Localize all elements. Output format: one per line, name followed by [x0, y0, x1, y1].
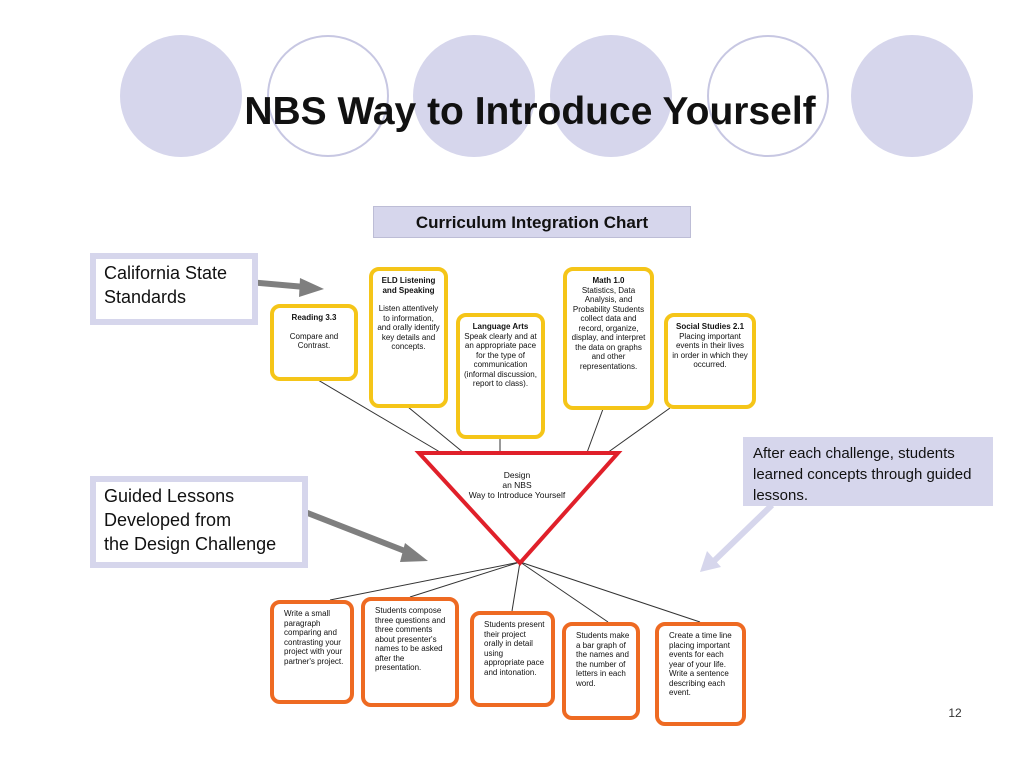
standard-text: Listen attentively to information, and o…: [377, 304, 440, 351]
arrow-guided: [303, 509, 428, 562]
standard-heading: Language Arts: [472, 322, 529, 331]
page-number: 12: [948, 706, 962, 720]
decor-circle: [550, 35, 672, 157]
lesson-box: Write a small paragraph comparing and co…: [270, 600, 354, 704]
lesson-box: Students compose three questions and thr…: [361, 597, 459, 707]
standard-heading: Math 1.0: [592, 276, 625, 285]
connector-reading: [317, 379, 451, 459]
connector-lesson-4: [519, 561, 609, 623]
connector-lesson-5: [519, 561, 701, 623]
standard-connectors: [317, 379, 671, 459]
standard-eld-box: ELD Listening and Speaking Listen attent…: [369, 267, 448, 408]
lesson-connectors: [329, 561, 701, 623]
decor-circle: [120, 35, 242, 157]
lesson-box: Students make a bar graph of the names a…: [562, 622, 640, 720]
standard-reading-box: Reading 3.3 Compare and Contrast.: [270, 304, 358, 381]
arrow-standards: [247, 278, 324, 297]
standard-text: Speak clearly and at an appropriate pace…: [464, 331, 537, 389]
lesson-text: Write a small paragraph comparing and co…: [284, 609, 344, 666]
standard-text: Placing important events in their lives …: [672, 331, 748, 370]
connector-lesson-3: [511, 561, 521, 612]
slide-title: NBS Way to Introduce Yourself: [244, 90, 816, 133]
callout-after-challenge: After each challenge, students learned c…: [743, 437, 993, 506]
callout-guided-lessons: Guided Lessons Developed from the Design…: [90, 476, 308, 568]
connector-lesson-2: [409, 561, 521, 598]
decor-circle: [851, 35, 973, 157]
standard-language-arts-box: Language Arts Speak clearly and at an ap…: [456, 313, 545, 439]
standard-heading: ELD Listening and Speaking: [381, 276, 436, 295]
connector-eld: [407, 406, 471, 459]
lesson-text: Students make a bar graph of the names a…: [576, 631, 630, 688]
design-triangle: [414, 451, 623, 566]
decor-circle: [267, 35, 389, 157]
lesson-text: Create a time line placing important eve…: [669, 631, 732, 697]
connector-math: [584, 408, 604, 459]
connector-social-studies: [599, 407, 671, 459]
standard-math-box: Math 1.0 Statistics, Data Analysis, and …: [563, 267, 654, 410]
standard-heading: Reading 3.3: [291, 313, 337, 322]
lesson-text: Students compose three questions and thr…: [375, 606, 446, 672]
standard-heading: Social Studies 2.1: [675, 322, 745, 331]
callout-california-standards: California State Standards: [90, 253, 258, 325]
lesson-box: Students present their project orally in…: [470, 611, 555, 707]
decor-circle: [413, 35, 535, 157]
lesson-text: Students present their project orally in…: [484, 620, 545, 677]
design-challenge-label: Design an NBS Way to Introduce Yourself: [468, 470, 566, 500]
connector-lesson-1: [329, 561, 521, 601]
standard-text: Statistics, Data Analysis, and Probabili…: [571, 285, 646, 371]
lesson-box: Create a time line placing important eve…: [655, 622, 746, 726]
standard-text: Compare and Contrast.: [289, 331, 339, 351]
standard-social-studies-box: Social Studies 2.1 Placing important eve…: [664, 313, 756, 409]
arrow-after: [700, 502, 775, 572]
decor-circle: [707, 35, 829, 157]
chart-heading: Curriculum Integration Chart: [373, 206, 691, 238]
